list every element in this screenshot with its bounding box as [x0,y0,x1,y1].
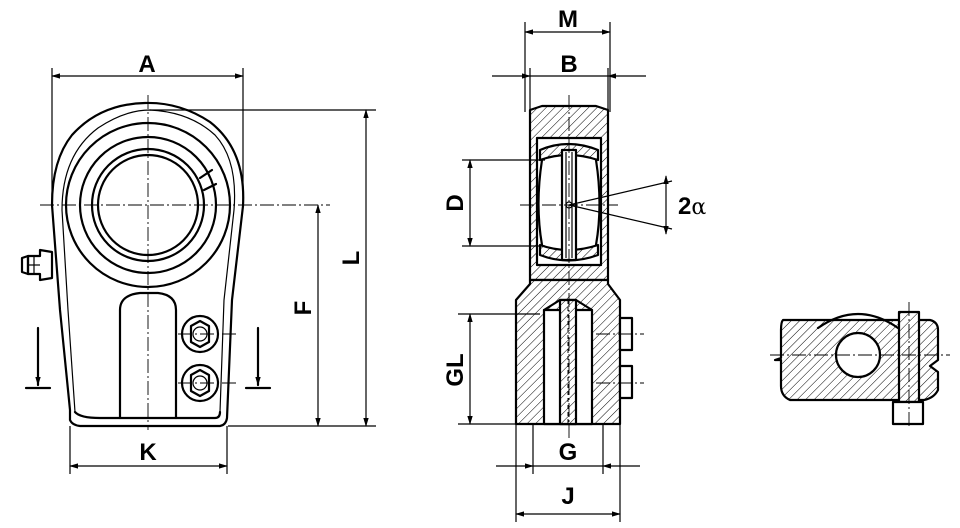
dimension-2alpha: 2α [663,175,706,235]
label-B: B [560,51,577,78]
dimension-G: G [496,424,640,474]
cross-section-view [770,302,950,428]
dimension-L: L [150,109,376,427]
label-J: J [561,483,574,510]
label-D: D [442,194,469,211]
dimension-J: J [515,424,621,522]
dimension-GL: GL [442,313,540,425]
dimension-K: K [69,426,228,474]
front-view [20,95,330,430]
clamp-slot [118,291,178,420]
label-K: K [139,439,157,466]
label-L: L [338,251,365,266]
label-2alpha: 2α [678,193,706,220]
dimension-A: A [51,51,244,205]
dimension-F: F [290,204,321,427]
label-M: M [558,6,578,33]
dimension-B: B [492,51,646,112]
dimension-D: D [442,159,545,247]
grease-nipple [20,248,54,282]
dimension-M: M [524,6,611,112]
label-A: A [138,51,155,78]
label-F: F [290,301,317,316]
label-GL: GL [442,353,469,386]
label-G: G [559,439,578,466]
side-section-view [514,95,673,438]
